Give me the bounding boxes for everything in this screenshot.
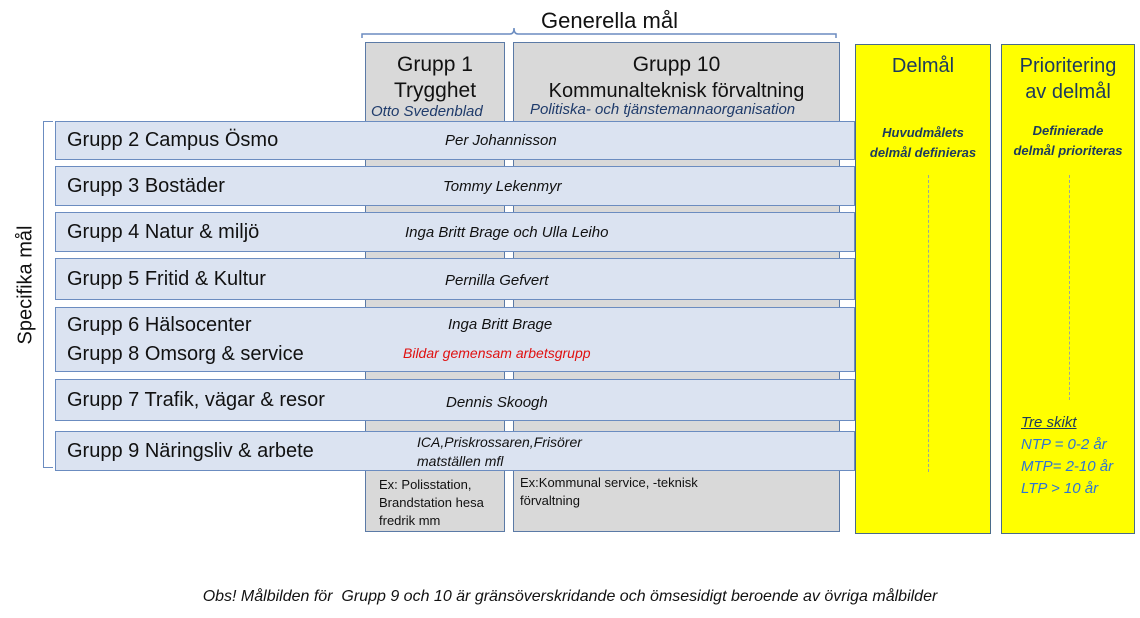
group1-lead: Otto Svedenblad xyxy=(371,103,483,120)
prioritering-subtitle-line: Definierade xyxy=(1032,123,1104,138)
row-label-secondary: Grupp 8 Omsorg & service xyxy=(67,343,304,365)
group10-note-line: förvaltning xyxy=(520,493,580,508)
row-joint-group-note: Bildar gemensam arbetsgrupp xyxy=(403,345,591,361)
group1-title-line2: Trygghet xyxy=(393,79,477,102)
specific-goals-bracket xyxy=(43,121,53,468)
row-lead: Per Johannisson xyxy=(445,132,557,149)
group1-note-line: Ex: Polisstation, xyxy=(379,477,472,492)
prioritering-dashed-line xyxy=(1069,175,1070,400)
group1-title-line1: Grupp 1 xyxy=(397,53,473,76)
group10-title-line2: Kommunalteknisk förvaltning xyxy=(548,80,805,102)
row-label: Grupp 9 Näringsliv & arbete xyxy=(67,440,314,462)
delmal-dashed-line xyxy=(928,175,929,472)
row-group2: Grupp 2 Campus Ösmo Per Johannisson xyxy=(55,121,855,160)
prioritering-title-line: av delmål xyxy=(1025,81,1111,103)
group10-title-line1: Grupp 10 xyxy=(632,53,721,76)
row-label: Grupp 3 Bostäder xyxy=(67,175,225,197)
tiers-heading: Tre skikt xyxy=(1021,414,1077,431)
delmal-subtitle-line: delmål definieras xyxy=(869,145,977,160)
row-lead: Pernilla Gefvert xyxy=(445,272,549,289)
row-lead: Inga Britt Brage och Ulla Leiho xyxy=(405,224,609,241)
group1-title: Grupp 1 Trygghet xyxy=(365,52,505,104)
prioritering-column: Prioritering av delmål Definierade delmå… xyxy=(1001,44,1135,534)
prioritering-title-line: Prioritering xyxy=(1019,55,1117,77)
prioritering-subtitle-line: delmål prioriteras xyxy=(1013,143,1123,158)
tier-item: MTP= 2-10 år xyxy=(1021,458,1114,475)
row-group4: Grupp 4 Natur & miljö Inga Britt Brage o… xyxy=(55,212,855,252)
row-label: Grupp 5 Fritid & Kultur xyxy=(67,268,266,290)
row-group5: Grupp 5 Fritid & Kultur Pernilla Gefvert xyxy=(55,258,855,300)
row-lead: Tommy Lekenmyr xyxy=(443,178,562,195)
group10-lead: Politiska- och tjänstemannaorganisation xyxy=(530,101,796,118)
delmal-title: Delmål xyxy=(891,55,955,77)
group10-note-line: Ex:Kommunal service, -teknisk xyxy=(520,475,698,490)
row-label: Grupp 2 Campus Ösmo xyxy=(67,129,279,151)
general-goals-brace xyxy=(361,27,837,38)
prioritering-subtitle: Definierade delmål prioriteras xyxy=(1002,121,1134,161)
footnote: Obs! Målbilden för Grupp 9 och 10 är grä… xyxy=(202,588,938,605)
row-label: Grupp 7 Trafik, vägar & resor xyxy=(67,389,325,411)
row-group9: Grupp 9 Näringsliv & arbete ICA,Priskros… xyxy=(55,431,855,471)
tiers-block: Tre skikt NTP = 0-2 år MTP= 2-10 år LTP … xyxy=(1021,412,1113,500)
general-goals-label: Generella mål xyxy=(541,8,678,33)
group1-note: Ex: Polisstation, Brandstation hesa fred… xyxy=(379,476,484,530)
row-label: Grupp 6 Hälsocenter xyxy=(67,314,252,336)
group1-note-line: Brandstation hesa xyxy=(379,495,484,510)
delmal-column: Delmål Huvudmålets delmål definieras xyxy=(855,44,991,534)
group10-note: Ex:Kommunal service, -teknisk förvaltnin… xyxy=(520,474,698,510)
group10-title: Grupp 10 Kommunalteknisk förvaltning xyxy=(513,52,840,104)
group1-note-line: fredrik mm xyxy=(379,513,441,528)
row-lead: Inga Britt Brage xyxy=(448,316,553,333)
row-group3: Grupp 3 Bostäder Tommy Lekenmyr xyxy=(55,166,855,206)
row-group6-8: Grupp 6 Hälsocenter Grupp 8 Omsorg & ser… xyxy=(55,307,855,372)
row-label: Grupp 4 Natur & miljö xyxy=(67,221,260,243)
tier-item: NTP = 0-2 år xyxy=(1021,436,1107,453)
delmal-subtitle-line: Huvudmålets xyxy=(882,125,964,140)
specific-goals-label: Specifika mål xyxy=(14,225,37,345)
row-lead: Dennis Skoogh xyxy=(446,394,548,411)
delmal-subtitle: Huvudmålets delmål definieras xyxy=(856,123,990,163)
row-group7: Grupp 7 Trafik, vägar & resor Dennis Sko… xyxy=(55,379,855,421)
row-lead: ICA,Priskrossaren,Frisörer xyxy=(417,434,582,450)
tier-item: LTP > 10 år xyxy=(1021,480,1099,497)
row-lead-secondary: matställen mfl xyxy=(417,453,504,469)
prioritering-title: Prioritering av delmål xyxy=(1002,53,1134,105)
